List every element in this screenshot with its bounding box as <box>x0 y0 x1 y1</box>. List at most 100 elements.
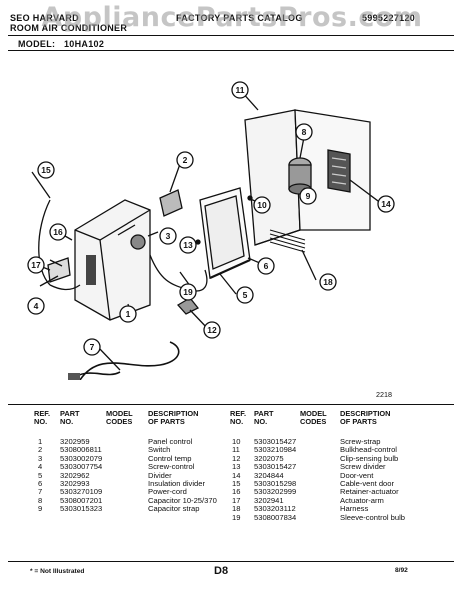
table-cell: Capacitor 10-25/370 <box>148 495 217 505</box>
table-cell: 3 <box>38 453 43 463</box>
page-code: D8 <box>214 565 229 577</box>
table-cell: Sleeve-control bulb <box>340 512 406 522</box>
table-cell: 11 <box>232 445 240 455</box>
table-cell: 5303015427 <box>254 437 297 446</box>
table-cell: Power-cord <box>148 487 187 497</box>
table-cell: Screw-strap <box>340 437 381 446</box>
table-cell: 13 <box>232 462 241 472</box>
table-cell: 9 <box>38 504 43 514</box>
table-cell: 7 <box>38 487 43 497</box>
table-cell: 5308006811 <box>60 445 102 455</box>
callout-8: 8 <box>302 127 307 137</box>
table-cell: Cable-vent door <box>340 479 395 489</box>
table-cell: 1 <box>38 437 43 446</box>
catalog-number: 5995227120 <box>362 13 416 23</box>
footer-rule <box>8 561 454 562</box>
table-cell: 15 <box>232 479 241 489</box>
table-cell: 5308007201 <box>60 495 103 505</box>
header-rule-bottom <box>8 50 454 51</box>
callout-16: 16 <box>53 227 63 237</box>
callout-18: 18 <box>323 277 333 287</box>
date-code: 8/92 <box>395 567 408 574</box>
table-cell: 5303202999 <box>254 487 297 497</box>
watermark: AppliancePartsPros.com <box>41 2 423 33</box>
table-cell: Capacitor strap <box>148 504 200 514</box>
table-cell: 5303002079 <box>60 453 103 463</box>
table-cell: Actuator-arm <box>340 495 384 505</box>
table-cell: Door-vent <box>340 470 374 480</box>
table-cell: Panel control <box>148 437 193 446</box>
callout-7: 7 <box>90 342 95 352</box>
table-cell: 14 <box>232 470 241 480</box>
table-cell: 16 <box>232 487 241 497</box>
vent-door <box>327 149 351 193</box>
footnote: * = Not Illustrated <box>30 568 85 575</box>
table-cell: 18 <box>232 504 241 514</box>
table-cell: 5303270109 <box>60 487 103 497</box>
table-cell: 2 <box>38 445 43 455</box>
callout-12: 12 <box>207 325 217 335</box>
callout-13: 13 <box>183 240 193 250</box>
table-cell: 10 <box>232 437 241 446</box>
callout-5: 5 <box>243 290 248 300</box>
brand-line2: ROOM AIR CONDITIONER <box>10 23 128 33</box>
table-cell: 19 <box>232 512 241 522</box>
table-cell: 5303203112 <box>254 504 296 514</box>
callout-17: 17 <box>31 260 41 270</box>
callout-19: 19 <box>183 287 193 297</box>
table-cell: 5308007834 <box>254 512 297 522</box>
callout-15: 15 <box>41 165 51 175</box>
table-cell: 3202962 <box>60 470 90 480</box>
brand-line1: SEO HARVARD <box>10 13 79 23</box>
hdr-ref-left: REF.NO. <box>34 409 51 427</box>
table-cell: 3202075 <box>254 453 284 463</box>
table-cell: 6 <box>38 479 43 489</box>
table-cell: 5 <box>38 470 43 480</box>
callout-14: 14 <box>381 199 391 209</box>
table-cell: 5303007754 <box>60 462 103 472</box>
table-cell: 8 <box>38 495 43 505</box>
callout-2: 2 <box>183 155 188 165</box>
table-cell: 3204844 <box>254 470 284 480</box>
table-cell: Switch <box>148 445 171 455</box>
table-cell: 5303015427 <box>254 462 297 472</box>
callout-9: 9 <box>306 191 311 201</box>
table-cell: Control temp <box>148 453 192 463</box>
figure-number: 2218 <box>376 390 392 399</box>
table-cell: 17 <box>232 495 241 505</box>
control-temp <box>130 234 146 250</box>
callout-11: 11 <box>236 85 245 95</box>
table-cell: Divider <box>148 470 172 480</box>
table-cell: Bulkhead-control <box>340 445 397 455</box>
table-cell: 5303210984 <box>254 445 297 455</box>
table-cell: Retainer-actuator <box>340 487 399 497</box>
table-cell: 4 <box>38 462 43 472</box>
callout-10: 10 <box>257 200 267 210</box>
header-rule-top <box>8 35 454 36</box>
table-cell: Insulation divider <box>148 479 205 489</box>
exploded-parts-diagram: 1 2 3 4 5 6 7 8 9 10 11 12 13 14 15 16 1… <box>27 81 395 380</box>
table-cell: 3202993 <box>60 479 90 489</box>
table-cell: 5303015298 <box>254 479 297 489</box>
callout-6: 6 <box>264 261 269 271</box>
callout-3: 3 <box>166 231 171 241</box>
hdr-ref-right: REF.NO. <box>230 409 247 427</box>
catalog-title: FACTORY PARTS CATALOG <box>176 13 303 23</box>
model-label: MODEL: <box>18 39 56 49</box>
callouts: 1 2 3 4 5 6 7 8 9 10 11 12 13 14 15 16 1… <box>27 81 395 356</box>
table-cell: Clip-sensing bulb <box>340 453 399 463</box>
model-value: 10HA102 <box>64 39 105 49</box>
table-cell: Harness <box>340 504 369 514</box>
table-cell: 3202941 <box>254 495 284 505</box>
table-cell: 3202959 <box>60 437 90 446</box>
